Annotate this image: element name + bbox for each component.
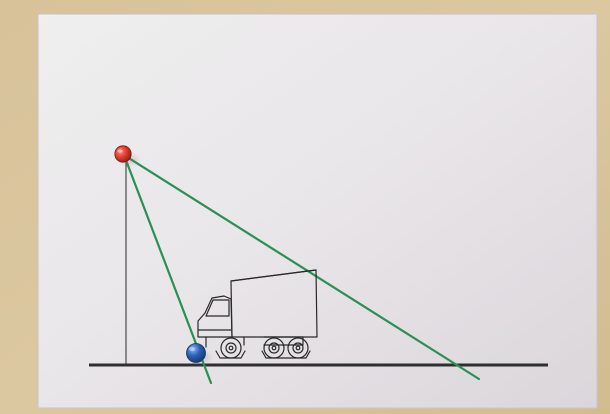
board: [38, 14, 597, 408]
